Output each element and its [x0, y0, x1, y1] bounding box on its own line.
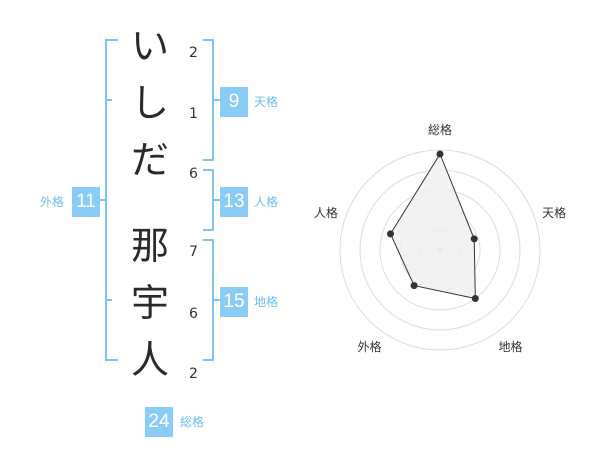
jinkaku-bracket [203, 169, 220, 231]
radar-series-polygon [389, 152, 476, 300]
radar-point-5 [387, 230, 394, 238]
name-char-3: だ [130, 138, 169, 182]
soukaku-label: 総格 [180, 415, 205, 429]
stroke-count-6: 2 [189, 366, 198, 382]
tenkaku-badge: 9 [220, 87, 248, 117]
soukaku-badge: 24 [145, 407, 173, 437]
chikaku-label: 地格 [254, 295, 279, 309]
radar-axis-label-1: 総格 [428, 122, 452, 137]
radar-axis-label-2: 天格 [542, 205, 566, 220]
radar-point-1 [436, 150, 444, 158]
gaikaku-bracket [100, 39, 118, 361]
tenkaku-bracket [203, 39, 220, 161]
radar-axis-label-4: 外格 [357, 339, 381, 354]
name-char-1: い [130, 24, 169, 68]
jinkaku-badge: 13 [220, 187, 248, 217]
stroke-count-2: 1 [189, 106, 198, 122]
stroke-count-3: 6 [189, 166, 198, 182]
tenkaku-label: 天格 [254, 95, 279, 109]
gaikaku-label: 外格 [40, 195, 65, 209]
chikaku-bracket [203, 239, 220, 361]
name-char-6: 人 [130, 338, 169, 382]
radar-point-2 [470, 235, 478, 243]
name-char-2: し [130, 81, 169, 125]
jinkaku-label: 人格 [254, 195, 279, 209]
radar-ring [339, 149, 541, 351]
name-char-4: 那 [130, 224, 169, 268]
stroke-count-4: 7 [189, 244, 198, 260]
chikaku-badge: 15 [220, 287, 248, 317]
gaikaku-badge: 11 [72, 187, 100, 217]
name-char-5: 宇 [130, 281, 169, 325]
stroke-count-5: 6 [189, 306, 198, 322]
radar-axis-label-5: 人格 [314, 205, 338, 220]
radar-point-3 [471, 295, 479, 302]
stroke-count-1: 2 [189, 45, 198, 61]
radar-axis-label-3: 地格 [498, 339, 522, 354]
radar-point-4 [410, 282, 418, 290]
